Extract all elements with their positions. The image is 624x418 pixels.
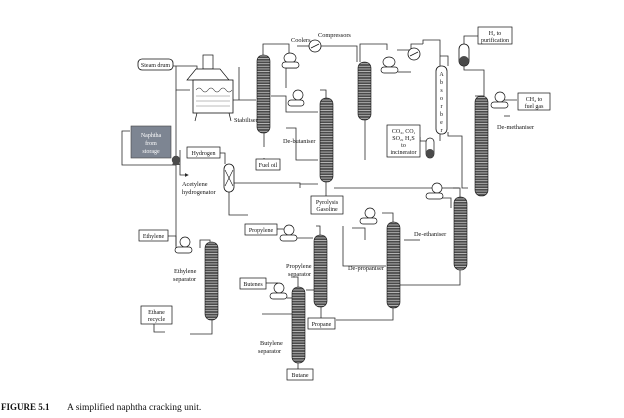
- butylene-separator-reflux: [269, 282, 288, 300]
- co2-label-line4: incinerator: [391, 150, 417, 156]
- de-ethaniser-column: [453, 196, 468, 271]
- piping: [121, 35, 517, 370]
- co2-label-line2: SO₂, H₂S: [392, 136, 415, 142]
- naphtha-label-line2: from: [145, 140, 157, 147]
- ethane-label-line2: recycle: [148, 317, 166, 323]
- propylene-separator-reflux: [279, 224, 298, 242]
- de-propaniser-label: De-propaniser: [348, 265, 385, 272]
- stabiliser-column: [256, 54, 271, 134]
- de-methaniser-column: [474, 95, 489, 197]
- ethylene-separator-column: [204, 241, 219, 321]
- absorber-letter-6: b: [440, 112, 443, 118]
- naphtha-label-line1: Naphtha: [141, 133, 162, 139]
- h2-label-line2: purification: [481, 37, 509, 44]
- compressors-label: Compressors: [318, 32, 351, 39]
- figure-caption: A simplified naphtha cracking unit.: [67, 402, 201, 413]
- butenes-box: Butenes: [239, 277, 267, 290]
- naphtha-label-line3: storage: [142, 149, 160, 155]
- de-butaniser-column: [319, 97, 334, 183]
- co2-label-line1: CO₂, CO,: [392, 129, 416, 135]
- propylene-separator-label-line2: separator: [288, 271, 312, 278]
- pyrolysis-label-line1: Pyrolysis: [316, 200, 339, 206]
- fuel-oil-label: Fuel oil: [259, 163, 278, 169]
- propylene-separator-label-line1: Propylene: [286, 263, 312, 270]
- knockout-drum: [425, 137, 435, 159]
- propane-box: Propane: [307, 317, 336, 330]
- absorber-column: A b s o r b e r: [435, 65, 448, 135]
- coolers-label: Coolers: [291, 37, 311, 44]
- cracking-furnace: [186, 54, 234, 122]
- cooler-1: [281, 52, 300, 69]
- figure-number: FIGURE 5.1: [1, 402, 50, 412]
- steam-drum-label: Steam drum: [141, 63, 170, 69]
- de-ethaniser-reflux: [425, 182, 444, 200]
- h2-purification-box: H₂ to purification: [477, 26, 513, 45]
- ethane-recycle-box: Ethane recycle: [140, 305, 173, 325]
- h2-label-line1: H₂ to: [489, 31, 502, 37]
- de-butaniser-label: De-butaniser: [283, 138, 316, 145]
- ethylene-box: Ethylene: [138, 229, 169, 242]
- compressor-2: [407, 47, 421, 61]
- absorber-letter-1: A: [439, 72, 444, 78]
- fuel-oil-box: Fuel oil: [255, 158, 281, 171]
- absorber-letter-4: o: [440, 96, 443, 102]
- ethylene-label: Ethylene: [143, 234, 165, 240]
- ethylene-separator-reflux: [174, 236, 193, 254]
- co2-label-line3: to: [401, 143, 406, 149]
- absorber-letter-3: s: [440, 88, 443, 94]
- feed-pump-icon: [171, 155, 181, 165]
- compressor-1: [308, 39, 322, 53]
- ch4-fuel-gas-box: CH₄ to fuel gas: [517, 92, 551, 111]
- absorber-letter-5: r: [441, 104, 443, 110]
- acetylene-hydrogenator-label-line1: Acetylene: [182, 181, 208, 188]
- hydrogen-label: Hydrogen: [192, 151, 216, 157]
- butane-label: Butane: [292, 373, 309, 379]
- propylene-separator-column: [313, 234, 328, 308]
- de-methaniser-label: De-methaniser: [497, 124, 535, 131]
- pyrolysis-gasoline-box: Pyrolysis Gasoline: [310, 195, 344, 215]
- absorber-letter-2: b: [440, 80, 443, 86]
- butylene-separator-label-line1: Butylene: [260, 340, 283, 347]
- absorber-letter-8: r: [441, 128, 443, 134]
- pyrolysis-label-line2: Gasoline: [316, 207, 338, 213]
- ethylene-separator-label-line2: separator: [173, 276, 197, 283]
- ch4-label-line1: CH₄ to: [526, 97, 543, 103]
- de-propaniser-reflux: [359, 207, 378, 225]
- ethylene-separator-label-line1: Ethylene: [174, 268, 197, 275]
- naphtha-storage-tank: Naphtha from storage: [130, 125, 172, 159]
- propylene-label: Propylene: [249, 228, 274, 234]
- absorber-letter-7: e: [440, 120, 443, 126]
- butenes-label: Butenes: [243, 282, 263, 288]
- co2-box: CO₂, CO, SO₂, H₂S to incinerator: [386, 124, 421, 158]
- steam-drum: Steam drum: [137, 58, 174, 71]
- cooler-2: [380, 56, 399, 74]
- de-butaniser-reflux: [287, 89, 305, 107]
- ethane-label-line1: Ethane: [148, 310, 165, 316]
- acetylene-hydrogenator: [223, 163, 235, 193]
- propylene-box: Propylene: [244, 223, 278, 236]
- butylene-separator-label-line2: separator: [258, 348, 282, 355]
- de-ethaniser-label: De-ethaniser: [414, 231, 447, 238]
- de-propaniser-column: [386, 221, 401, 309]
- h2-separator-drum: [458, 43, 470, 67]
- butane-box: Butane: [286, 368, 314, 381]
- de-methaniser-reflux: [490, 91, 509, 109]
- hydrogen-box: Hydrogen: [186, 146, 221, 159]
- acetylene-hydrogenator-label-line2: hydrogenator: [182, 189, 216, 196]
- butylene-separator-column: [291, 286, 306, 364]
- stabiliser-label: Stabiliser: [234, 117, 259, 124]
- propane-label: Propane: [312, 322, 332, 328]
- ch4-label-line2: fuel gas: [525, 103, 544, 110]
- caustic-wash-column: [357, 61, 372, 121]
